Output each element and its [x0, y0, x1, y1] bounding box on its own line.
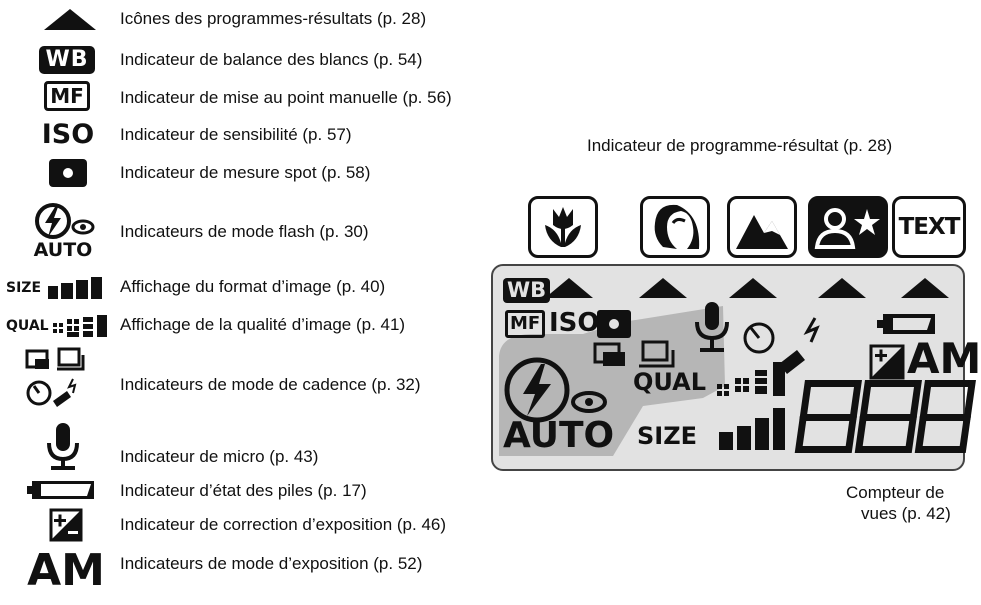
lcd-panel: WB MF ISO QUAL SIZE AUTO AM — [491, 264, 981, 471]
lcd-iso: ISO — [549, 308, 600, 338]
legend-label-image-quality: Affichage de la qualité d’image (p. 41) — [120, 315, 406, 334]
scene-program-icon — [40, 6, 100, 32]
exposure-mode-icon: AM — [27, 545, 105, 596]
legend-label-iso: Indicateur de sensibilité (p. 57) — [120, 125, 352, 144]
night-portrait-mode-icon — [808, 196, 888, 258]
legend-label-battery: Indicateur d’état des piles (p. 17) — [120, 481, 367, 500]
text-mode-icon: TEXT — [892, 196, 966, 258]
manual-focus-icon: MF — [44, 80, 90, 112]
portrait-mode-icon — [640, 196, 710, 258]
white-balance-icon: WB — [39, 45, 95, 75]
macro-mode-icon — [528, 196, 598, 258]
lcd-size: SIZE — [637, 422, 698, 450]
legend-label-white-balance: Indicateur de balance des blancs (p. 54) — [120, 50, 423, 69]
lcd-mf: MF — [505, 310, 546, 338]
flash-mode-icon: AUTO — [28, 196, 98, 264]
legend-label-microphone: Indicateur de micro (p. 43) — [120, 447, 319, 466]
legend-label-scene-program: Icônes des programmes-résultats (p. 28) — [120, 9, 427, 28]
lcd-auto: AUTO — [503, 415, 615, 456]
frame-counter-callout-line1: Compteur de — [846, 483, 945, 502]
legend-label-drive-mode: Indicateurs de mode de cadence (p. 32) — [120, 375, 421, 394]
landscape-mode-icon — [727, 196, 797, 258]
iso-icon: ISO — [41, 118, 95, 150]
legend-label-manual-focus: Indicateur de mise au point manuelle (p.… — [120, 88, 452, 107]
frame-counter-callout-line2: vues (p. 42) — [861, 504, 951, 523]
lcd-qual: QUAL — [633, 368, 707, 396]
microphone-icon — [38, 418, 88, 474]
battery-icon — [26, 478, 96, 502]
lcd-wb: WB — [503, 278, 551, 303]
spot-metering-icon — [44, 156, 92, 190]
legend-label-spot-metering: Indicateur de mesure spot (p. 58) — [120, 163, 371, 182]
image-size-icon: SIZE — [6, 275, 116, 301]
exposure-compensation-icon — [44, 508, 88, 542]
image-quality-icon: QUAL — [6, 313, 116, 339]
legend-label-exposure-compensation: Indicateur de correction d’exposition (p… — [120, 515, 447, 534]
drive-mode-icon — [22, 344, 92, 414]
legend-label-image-size: Affichage du format d’image (p. 40) — [120, 277, 386, 296]
lcd-am: AM — [907, 334, 981, 383]
legend-label-exposure-mode: Indicateurs de mode d’exposition (p. 52) — [120, 554, 423, 573]
legend-label-flash-mode: Indicateurs de mode flash (p. 30) — [120, 222, 369, 241]
program-indicator-callout: Indicateur de programme-résultat (p. 28) — [587, 136, 893, 155]
